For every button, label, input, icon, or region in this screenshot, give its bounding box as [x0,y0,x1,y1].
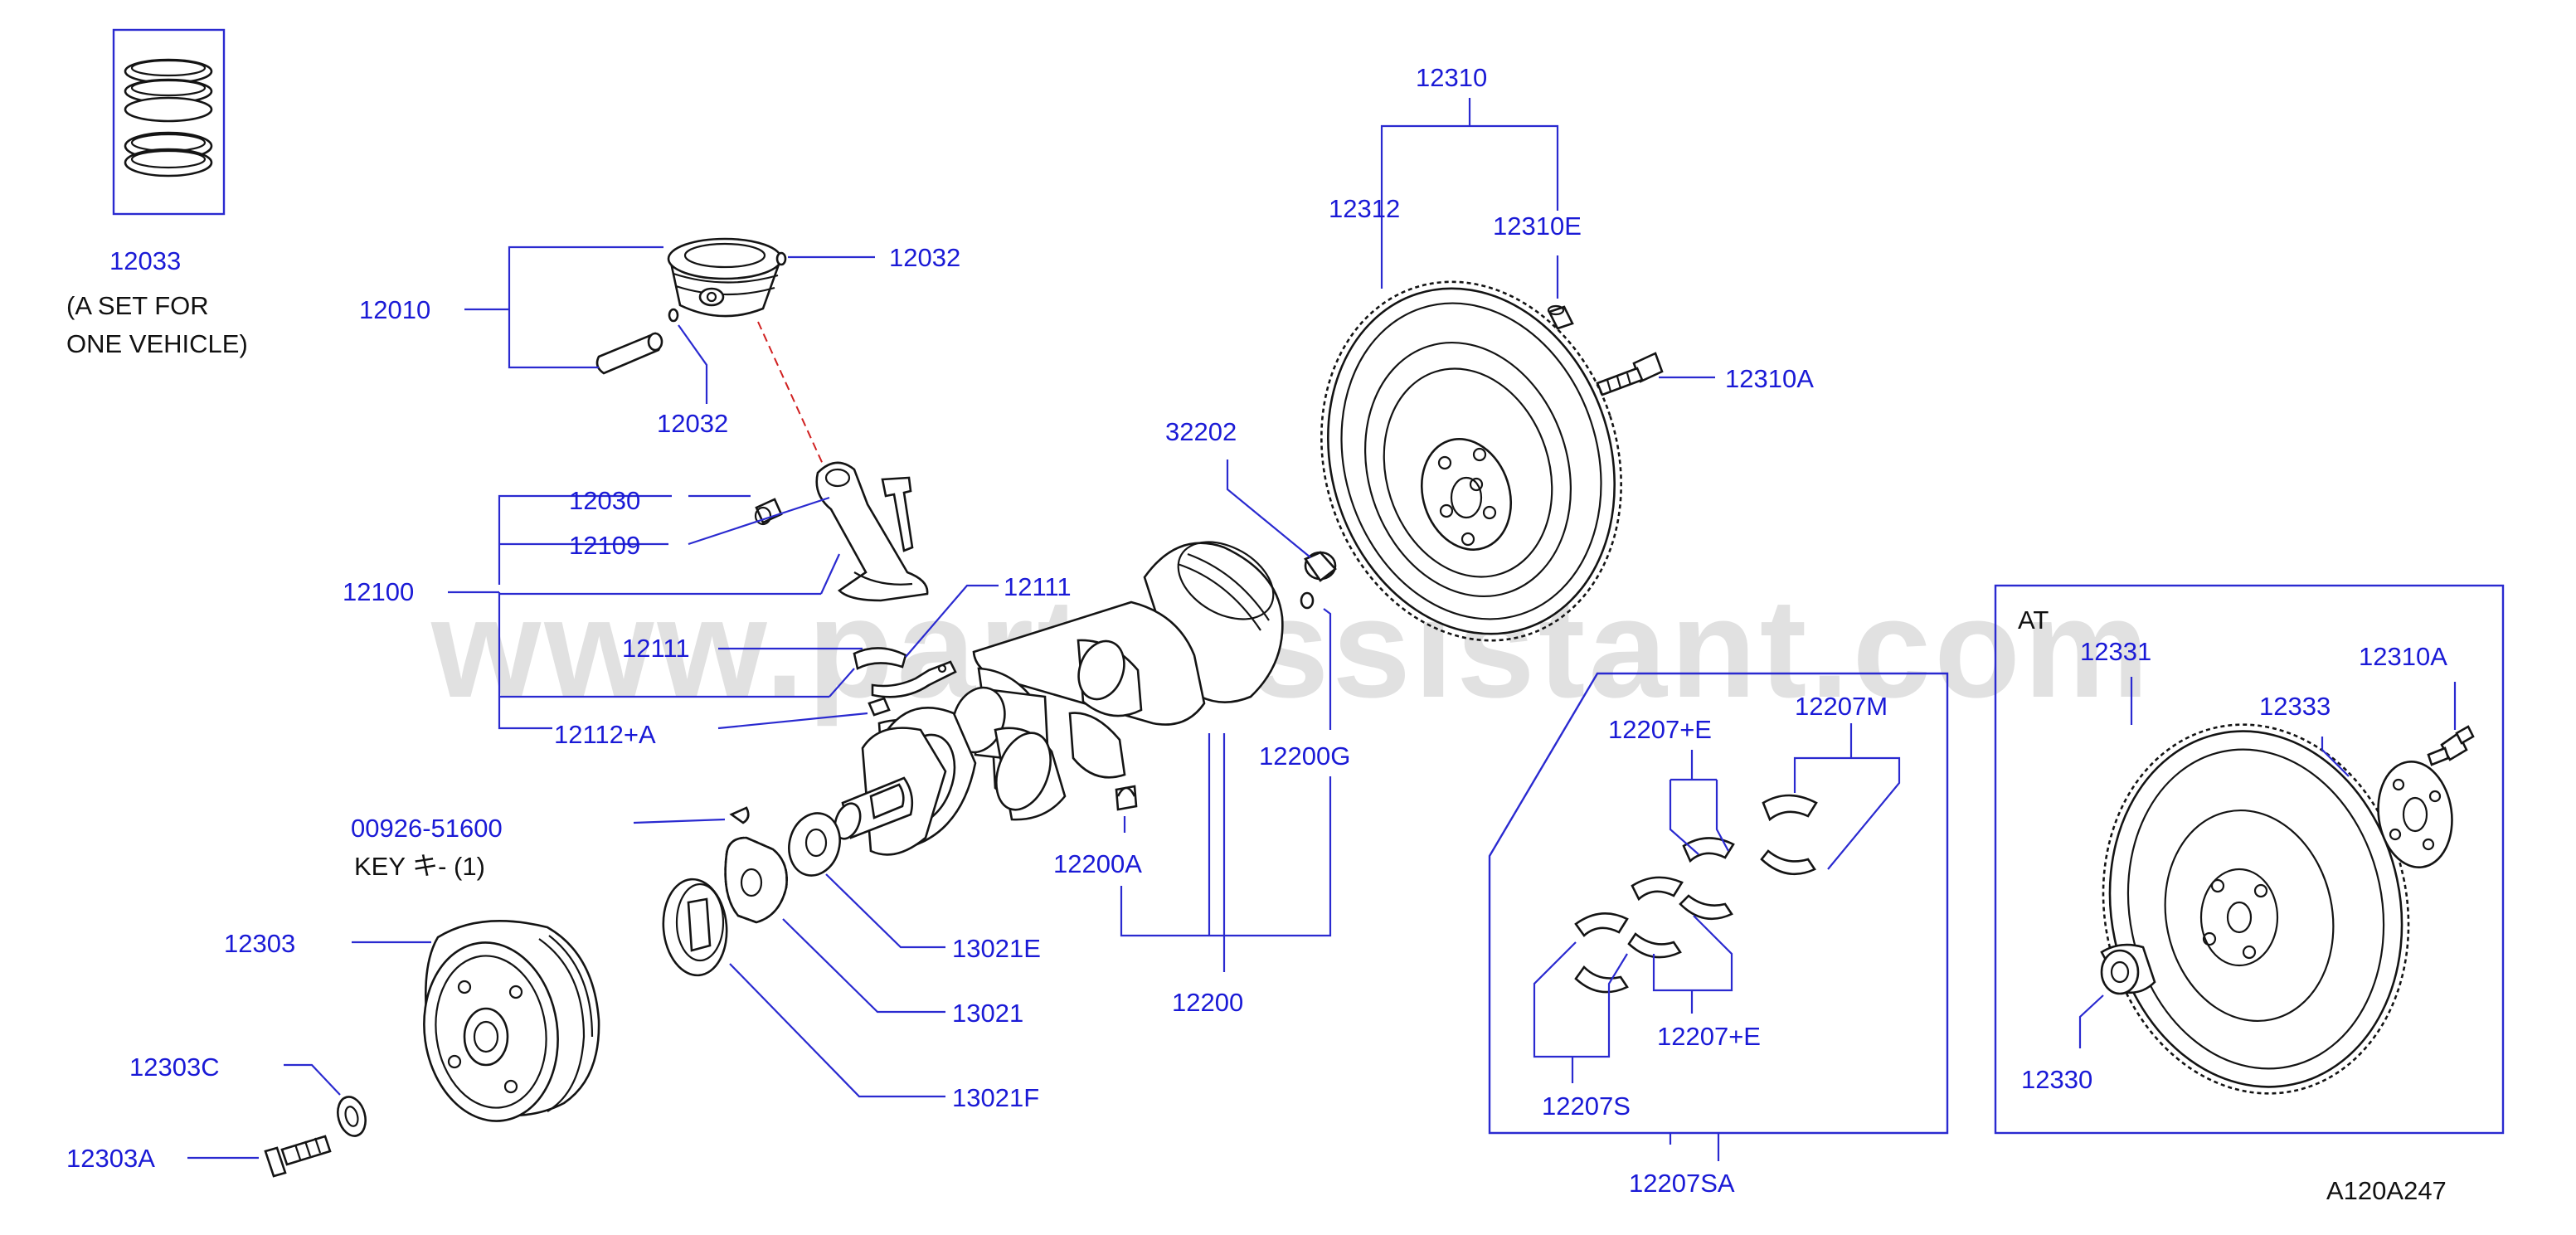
at-pilot-spacer[interactable] [2100,943,2156,995]
label-13021[interactable]: 13021 [952,999,1023,1028]
label-12030[interactable]: 12030 [569,486,640,515]
label-12303[interactable]: 12303 [224,929,295,958]
crank-pulley[interactable] [413,920,600,1130]
label-12330[interactable]: 12330 [2021,1065,2092,1094]
label-12109[interactable]: 12109 [569,531,640,560]
flywheel-dowel[interactable] [1547,304,1574,330]
label-12310a-at[interactable]: 12310A [2359,642,2447,671]
label-12032-bottom[interactable]: 12032 [657,409,728,438]
at-box [1994,584,2505,1135]
set-note-line1: (A SET FOR [66,291,209,320]
label-12331[interactable]: 12331 [2080,637,2151,666]
label-12200[interactable]: 12200 [1172,988,1243,1017]
label-00926-51600[interactable]: 00926-51600 [351,814,503,843]
label-12310a[interactable]: 12310A [1725,364,1814,393]
at-spacer-plate[interactable] [2372,756,2459,872]
label-12112-a[interactable]: 12112+A [554,720,656,749]
label-12312[interactable]: 12312 [1329,194,1400,223]
label-12207-e-top[interactable]: 12207+E [1608,715,1712,744]
label-12207m[interactable]: 12207M [1795,692,1888,721]
leader-12010 [508,246,663,369]
label-12333[interactable]: 12333 [2259,692,2331,721]
label-12111-right[interactable]: 12111 [1004,572,1072,601]
label-13021e[interactable]: 13021E [952,934,1041,963]
pulley-washer[interactable] [333,1094,369,1140]
at-bolt[interactable] [2427,725,2475,766]
label-12033[interactable]: 12033 [109,246,181,275]
piston-assembly[interactable] [595,237,787,375]
label-12207sa[interactable]: 12207SA [1629,1169,1735,1198]
label-12200g[interactable]: 12200G [1259,741,1350,771]
woodruff-key[interactable] [729,806,750,824]
pulley-bolt[interactable] [264,1135,332,1178]
ring-set-frame [112,28,226,216]
at-label: AT [2018,605,2049,635]
label-12010[interactable]: 12010 [359,295,430,324]
label-12303a[interactable]: 12303A [66,1144,155,1173]
crankshaft[interactable] [830,526,1337,856]
key-note: KEY キ- (1) [354,852,485,881]
flywheel-mt[interactable] [1276,242,1667,679]
label-12200a[interactable]: 12200A [1053,849,1142,878]
label-12207s[interactable]: 12207S [1542,1092,1631,1121]
crank-sprocket-group[interactable] [659,808,847,979]
drive-plate-at[interactable] [2069,696,2442,1122]
label-12310[interactable]: 12310 [1416,63,1487,92]
label-12032-top[interactable]: 12032 [889,243,960,272]
flywheel-bolt[interactable] [1596,352,1664,396]
piston-ring-set[interactable] [112,28,226,216]
set-note-line2: ONE VEHICLE) [66,329,248,358]
label-12207-e-bottom[interactable]: 12207+E [1657,1022,1761,1051]
label-12310e[interactable]: 12310E [1493,212,1582,241]
label-13021f[interactable]: 13021F [952,1083,1039,1112]
label-12100[interactable]: 12100 [343,577,414,606]
assembly-line [757,321,826,470]
main-bearing-box [1488,672,1949,1135]
diagram-code: A120A247 [2326,1176,2447,1205]
label-12303c[interactable]: 12303C [129,1053,220,1082]
label-32202[interactable]: 32202 [1165,417,1237,446]
label-12111-left[interactable]: 12111 [622,634,690,663]
watermark: www.partsassistant.com [430,570,2152,727]
connecting-rod[interactable] [754,461,957,717]
main-bearing-shells[interactable] [1574,794,1818,994]
